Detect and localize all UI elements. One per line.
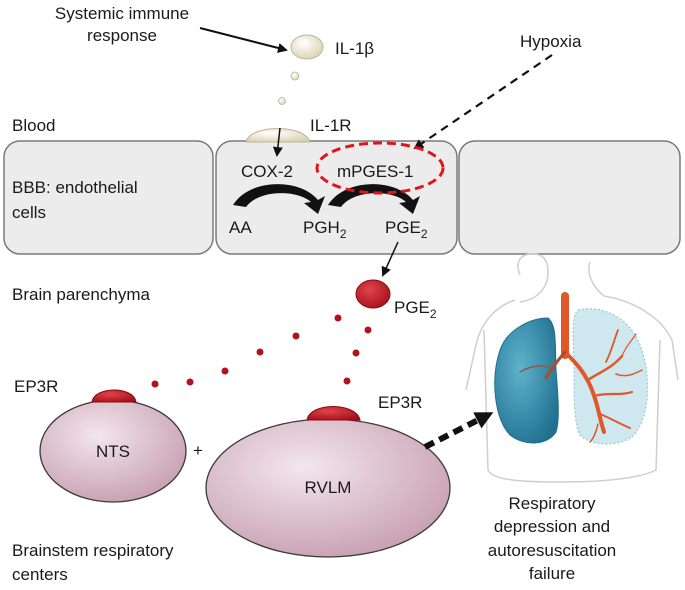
arrow-rvlm-to-lungs <box>423 412 494 450</box>
lung-right <box>572 308 649 445</box>
body-outline <box>465 253 679 483</box>
label-brainstem-line2: centers <box>12 565 68 584</box>
lung-left <box>494 317 559 444</box>
label-pge2-cell: PGE2 <box>385 218 428 241</box>
il1b-bead-small-1 <box>290 71 300 81</box>
mpges1-highlight <box>315 141 445 195</box>
label-bbb-line1: BBB: endothelial <box>12 178 138 197</box>
il1b-bead-small-2 <box>278 97 286 105</box>
il1b-bead-large <box>290 34 324 60</box>
arrow-systemic-to-il1b <box>199 27 288 53</box>
arrow-il1r-to-cox2 <box>272 127 283 157</box>
label-brainstem-line1: Brainstem respiratory <box>12 541 174 560</box>
il1r-receptor <box>245 128 311 143</box>
arrow-hypoxia-to-mpges1 <box>413 54 553 150</box>
pge2-molecule <box>355 279 391 309</box>
pge2-dots-to-rvlm <box>343 326 372 385</box>
label-pge2-parenchyma: PGE2 <box>394 298 437 321</box>
lungs-illustration <box>494 292 649 445</box>
label-brain-parenchyma: Brain parenchyma <box>12 285 151 304</box>
reaction-arrow-aa-to-pgh2 <box>233 184 325 214</box>
label-resp-line1: Respiratory <box>509 494 596 513</box>
label-aa: AA <box>229 218 252 237</box>
label-blood: Blood <box>12 116 55 135</box>
label-resp-line3: autoresuscitation <box>488 541 617 560</box>
arrow-pge2-out <box>381 241 399 277</box>
label-hypoxia: Hypoxia <box>520 32 582 51</box>
label-il1b: IL-1β <box>335 39 374 58</box>
label-bbb-line2: cells <box>12 203 46 222</box>
label-nts: NTS <box>96 442 130 461</box>
pge2-dots-to-nts <box>151 314 342 388</box>
endothelial-cell-left <box>3 140 214 255</box>
label-systemic-line2: response <box>87 26 157 45</box>
label-resp-line2: depression and <box>494 517 610 536</box>
ep3r-receptor-rvlm <box>306 406 361 421</box>
label-resp-line4: failure <box>529 564 575 583</box>
label-il1r: IL-1R <box>310 116 352 135</box>
endothelial-cell-right <box>458 140 681 255</box>
label-mpges1: mPGES-1 <box>337 162 414 181</box>
label-ep3r-rvlm: EP3R <box>378 393 422 412</box>
ep3r-receptor-nts <box>91 389 137 403</box>
label-pgh2: PGH2 <box>303 218 347 241</box>
label-systemic-line1: Systemic immune <box>55 4 189 23</box>
label-plus: + <box>193 441 203 460</box>
label-ep3r-nts: EP3R <box>14 377 58 396</box>
label-rvlm: RVLM <box>305 478 352 497</box>
label-cox2: COX-2 <box>241 162 293 181</box>
